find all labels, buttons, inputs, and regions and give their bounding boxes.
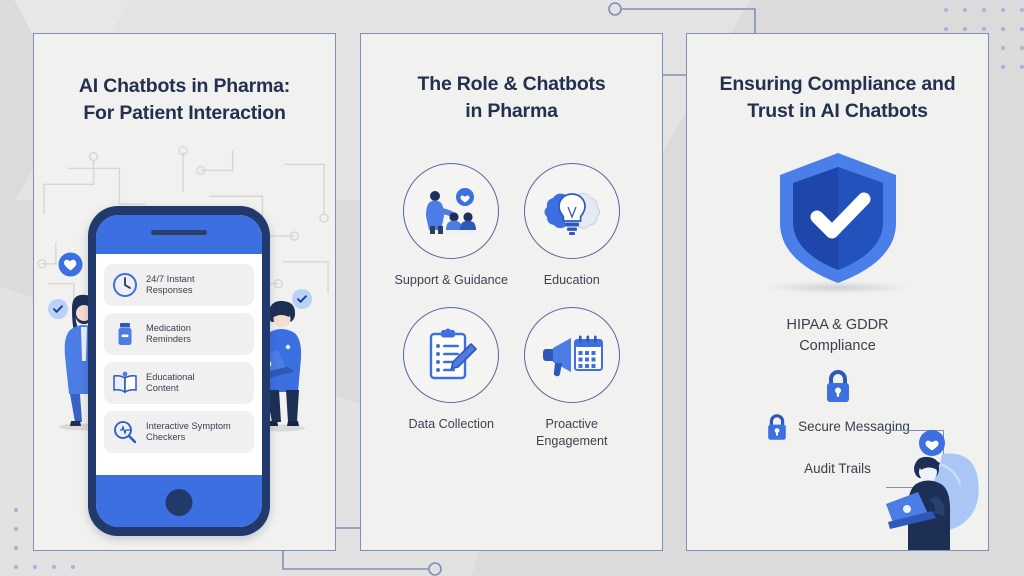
brain-lightbulb-icon xyxy=(544,192,600,235)
grid-item-label: Education xyxy=(543,272,600,287)
phone-speaker-notch xyxy=(151,230,207,235)
magnifier-icon xyxy=(114,421,137,444)
compliance-line1: HIPAA & GDDR xyxy=(786,316,889,333)
list-item[interactable]: Interactive Symptom Checkers xyxy=(104,411,254,453)
grid-item-label: Proactive Engagement xyxy=(536,416,608,448)
list-item-label: Medication Reminders xyxy=(146,322,191,344)
panel-2-title: The Role & Chatbots in Pharma xyxy=(361,71,662,125)
person-with-laptop-illustration xyxy=(886,430,979,550)
panel-2-title-line2: in Pharma xyxy=(465,99,558,122)
audit-trails-row[interactable]: Audit Trails xyxy=(687,460,988,478)
grid-item-label: Support & Guidance xyxy=(394,272,508,287)
list-item[interactable]: 24/7 Instant Responses xyxy=(104,264,254,306)
panel-3-title-line1: Ensuring Compliance and xyxy=(719,73,956,95)
check-badge-icon xyxy=(292,289,312,309)
icon-circle xyxy=(403,162,500,259)
home-button-icon[interactable] xyxy=(165,489,193,516)
chatbot-roles-grid: Support & Guidance Education xyxy=(361,162,662,450)
grid-item-support-guidance[interactable]: Support & Guidance xyxy=(391,162,512,289)
secure-messaging-label: Secure Messaging xyxy=(798,419,910,435)
center-lock xyxy=(687,369,988,403)
phone-mockup: 24/7 Instant Responses Medication Remi xyxy=(88,206,270,536)
heart-badge-icon xyxy=(58,252,83,277)
audit-trails-label: Audit Trails xyxy=(804,460,871,476)
phone-status-bar xyxy=(96,215,262,254)
panel-2-title-line1: The Role & Chatbots xyxy=(417,73,606,95)
list-item-label: Interactive Symptom Checkers xyxy=(146,420,231,442)
grid-item-data-collection[interactable]: Data Collection xyxy=(391,306,512,450)
shield-shadow xyxy=(762,280,913,294)
panel-1-title-line1: AI Chatbots in Pharma: xyxy=(78,75,291,97)
support-people-icon xyxy=(426,187,481,235)
chatbot-feature-list: 24/7 Instant Responses Medication Remi xyxy=(96,254,262,453)
phone-screen: 24/7 Instant Responses Medication Remi xyxy=(96,215,262,527)
phone-home-bar xyxy=(96,475,262,527)
lock-icon xyxy=(768,414,786,440)
clock-icon xyxy=(113,273,137,297)
secure-messaging-row[interactable]: Secure Messaging xyxy=(687,413,988,441)
list-item-label: Educational Content xyxy=(146,371,195,393)
grid-item-label: Data Collection xyxy=(408,416,494,431)
panel-1-title-line2: For Patient Interaction xyxy=(83,101,286,124)
compliance-text: HIPAA & GDDR Compliance xyxy=(687,315,988,357)
megaphone-calendar-icon xyxy=(542,335,603,377)
shield-group xyxy=(687,149,988,294)
list-item[interactable]: Medication Reminders xyxy=(104,313,254,355)
panel-ai-chatbots-in-pharma[interactable]: AI Chatbots in Pharma: For Patient Inter… xyxy=(33,33,336,551)
grid-item-education[interactable]: Education xyxy=(512,162,633,289)
panel-3-title-line2: Trust in AI Chatbots xyxy=(747,99,928,122)
phone-illustration-group: 24/7 Instant Responses Medication Remi xyxy=(34,174,335,550)
clipboard-pencil-icon xyxy=(430,328,478,380)
icon-circle xyxy=(523,306,620,403)
shield-check-icon xyxy=(779,152,896,283)
check-badge-icon xyxy=(48,299,68,319)
list-item[interactable]: Educational Content xyxy=(104,362,254,404)
panel-3-title: Ensuring Compliance and Trust in AI Chat… xyxy=(687,71,988,125)
panel-compliance-and-trust[interactable]: Ensuring Compliance and Trust in AI Chat… xyxy=(686,33,989,551)
compliance-line2: Compliance xyxy=(799,337,876,354)
panel-role-of-chatbots[interactable]: The Role & Chatbots in Pharma xyxy=(360,33,663,551)
pill-bottle-icon xyxy=(118,323,132,345)
lock-icon xyxy=(826,369,849,402)
icon-circle xyxy=(403,306,500,403)
open-book-icon xyxy=(113,371,137,394)
icon-circle xyxy=(523,162,620,259)
panel-1-title: AI Chatbots in Pharma: For Patient Inter… xyxy=(34,73,335,127)
grid-item-proactive-engagement[interactable]: Proactive Engagement xyxy=(512,306,633,450)
list-item-label: 24/7 Instant Responses xyxy=(146,273,195,295)
